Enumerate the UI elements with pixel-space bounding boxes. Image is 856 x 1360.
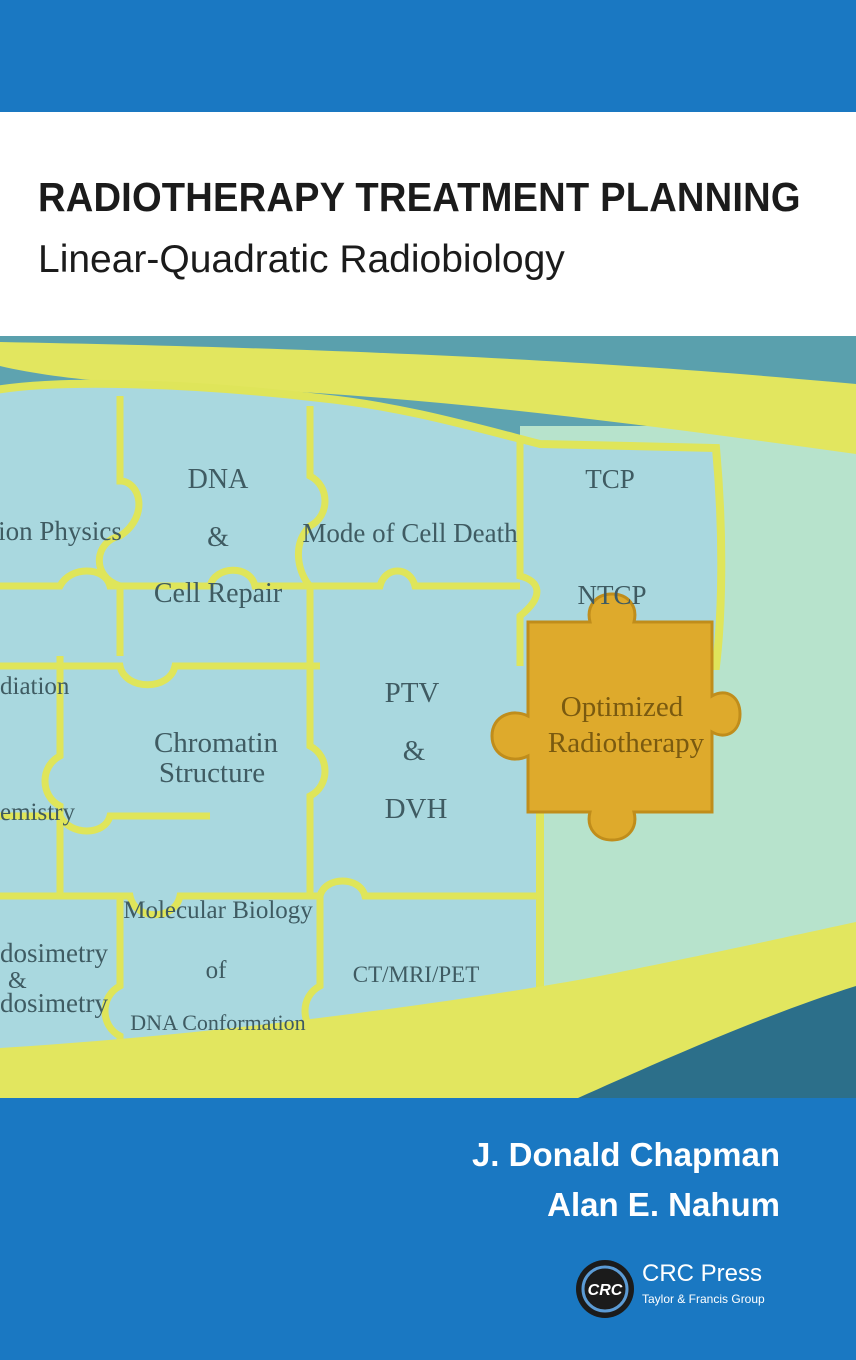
book-title: RADIOTHERAPY TREATMENT PLANNING bbox=[38, 174, 801, 220]
svg-text:dosimetry: dosimetry bbox=[0, 938, 108, 968]
piece-label-tcp-ntcp: TCP NTCP bbox=[577, 464, 646, 610]
gold-puzzle-piece bbox=[490, 592, 742, 842]
svg-text:&: & bbox=[207, 522, 229, 553]
svg-text:TCP: TCP bbox=[585, 464, 635, 494]
piece-label-imaging: CT/MRI/PET bbox=[353, 962, 480, 987]
svg-text:DVH: DVH bbox=[385, 793, 448, 825]
svg-text:&: & bbox=[403, 735, 426, 767]
svg-text:Mode of Cell Death: Mode of Cell Death bbox=[302, 518, 518, 548]
author-name: J. Donald Chapman bbox=[471, 1136, 780, 1173]
svg-text:Chromatin: Chromatin bbox=[154, 727, 279, 759]
piece-label-dna-repair: DNA & Cell Repair bbox=[154, 464, 283, 609]
svg-text:PTV: PTV bbox=[385, 677, 440, 709]
publisher-name: CRC Press bbox=[642, 1260, 763, 1287]
piece-label-cell-death: Mode of Cell Death bbox=[302, 518, 518, 548]
publisher-group: Taylor & Francis Group bbox=[642, 1292, 765, 1306]
piece-label-molecular-biology: Molecular Biology of DNA Conformation bbox=[123, 897, 313, 1035]
svg-text:&: & bbox=[8, 968, 27, 994]
svg-text:Optimized: Optimized bbox=[561, 691, 684, 723]
bottom-yellow-swoosh bbox=[0, 922, 856, 1106]
svg-text:ion Physics: ion Physics bbox=[0, 516, 122, 546]
svg-text:emistry: emistry bbox=[0, 799, 75, 826]
piece-label-ptv-dvh: PTV & DVH bbox=[385, 677, 448, 825]
top-blue-band bbox=[0, 0, 856, 112]
piece-label-chromatin: Chromatin Structure bbox=[154, 727, 279, 789]
svg-text:Radiotherapy: Radiotherapy bbox=[548, 727, 705, 759]
piece-label-radiation: diation bbox=[0, 673, 70, 700]
book-subtitle: Linear-Quadratic Radiobiology bbox=[38, 238, 565, 281]
svg-text:CT/MRI/PET: CT/MRI/PET bbox=[353, 962, 480, 987]
piece-label-chemistry: emistry bbox=[0, 799, 75, 826]
svg-text:Cell Repair: Cell Repair bbox=[154, 578, 283, 609]
svg-text:diation: diation bbox=[0, 673, 70, 700]
svg-text:NTCP: NTCP bbox=[577, 580, 646, 610]
svg-text:Molecular Biology: Molecular Biology bbox=[123, 897, 313, 924]
svg-text:CRC: CRC bbox=[588, 1282, 623, 1299]
gold-piece-label: Optimized Radiotherapy bbox=[548, 691, 705, 759]
author-name: Alan E. Nahum bbox=[547, 1186, 780, 1223]
svg-text:of: of bbox=[206, 957, 228, 984]
piece-label-ion-physics: ion Physics bbox=[0, 516, 122, 546]
svg-text:Structure: Structure bbox=[159, 757, 265, 789]
publisher-block: CRC CRC Press Taylor & Francis Group bbox=[574, 1254, 804, 1324]
svg-text:DNA Conformation: DNA Conformation bbox=[130, 1010, 305, 1035]
title-panel: RADIOTHERAPY TREATMENT PLANNING Linear-Q… bbox=[0, 112, 856, 336]
crc-logo-icon: CRC bbox=[576, 1260, 634, 1318]
bottom-dark-wave bbox=[560, 986, 856, 1106]
piece-label-dosimetry: dosimetry & dosimetry bbox=[0, 938, 108, 1018]
top-teal-wave bbox=[0, 336, 856, 384]
puzzle-artwork: ion Physics DNA & Cell Repair Mode of Ce… bbox=[0, 336, 856, 1106]
svg-text:DNA: DNA bbox=[188, 464, 249, 495]
bottom-blue-band: J. Donald Chapman Alan E. Nahum CRC CRC … bbox=[0, 1098, 856, 1360]
svg-text:dosimetry: dosimetry bbox=[0, 988, 108, 1018]
